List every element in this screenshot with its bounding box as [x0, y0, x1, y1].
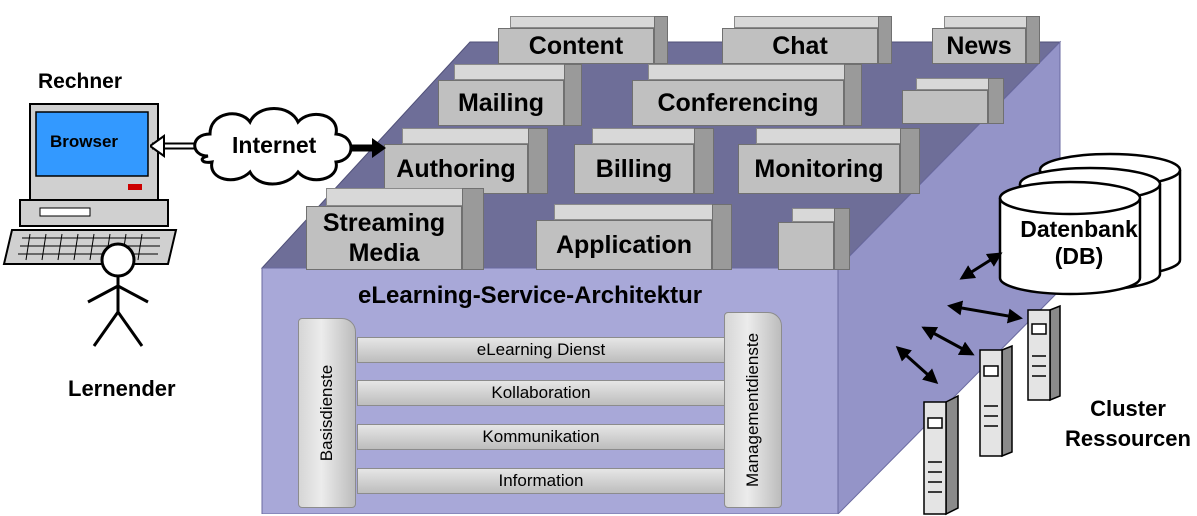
module-monitoring[interactable]: Monitoring	[738, 128, 920, 194]
computer-label: Rechner	[38, 70, 123, 93]
layer-elearning-dienst[interactable]: eLearning Dienst	[357, 337, 725, 363]
module-application-label: Application	[536, 220, 712, 270]
module-authoring[interactable]: Authoring	[384, 128, 548, 194]
database-label-1: Datenbank	[1020, 216, 1138, 242]
database-label-2: (DB)	[1054, 243, 1104, 269]
connection-arrows	[895, 252, 1023, 385]
person-label: Lernender	[68, 376, 176, 401]
person-icon	[87, 242, 149, 347]
cluster-label-1: Cluster	[1090, 396, 1166, 421]
pillar-managementdienste-label: Managementdienste	[743, 332, 762, 488]
internet-label: Internet	[232, 132, 317, 158]
pillar-basisdienste[interactable]: Basisdienste	[298, 318, 356, 508]
pillar-managementdienste[interactable]: Managementdienste	[724, 312, 782, 508]
module-billing-label: Billing	[574, 144, 694, 194]
pillar-basisdienste-label: Basisdienste	[317, 364, 336, 462]
layer-information[interactable]: Information	[357, 468, 725, 494]
architecture-title: eLearning-Service-Architektur	[358, 282, 703, 309]
module-empty-2[interactable]	[778, 208, 850, 270]
module-empty-1[interactable]	[902, 78, 1004, 124]
module-billing[interactable]: Billing	[574, 128, 714, 194]
module-content-label: Content	[498, 28, 654, 64]
module-content[interactable]: Content	[498, 16, 668, 64]
module-mailing-label: Mailing	[438, 80, 564, 126]
module-streaming-media[interactable]: Streaming Media	[306, 188, 484, 270]
module-news[interactable]: News	[932, 16, 1040, 64]
layer-kollaboration[interactable]: Kollaboration	[357, 380, 725, 406]
module-conferencing[interactable]: Conferencing	[632, 64, 862, 126]
module-mailing[interactable]: Mailing	[438, 64, 582, 126]
module-conferencing-label: Conferencing	[632, 80, 844, 126]
computer-icon	[2, 103, 178, 265]
module-chat[interactable]: Chat	[722, 16, 892, 64]
module-streaming-label-1: Streaming	[322, 209, 446, 237]
cluster-label-2: Ressourcen	[1065, 426, 1191, 451]
module-monitoring-label: Monitoring	[738, 144, 900, 194]
module-news-label: News	[932, 28, 1026, 64]
browser-label: Browser	[50, 132, 119, 151]
module-authoring-label: Authoring	[384, 144, 528, 194]
module-streaming-label-2: Media	[348, 239, 420, 267]
server-cluster-icon	[923, 304, 1061, 516]
database-icon	[998, 152, 1182, 296]
layer-kommunikation[interactable]: Kommunikation	[357, 424, 725, 450]
module-chat-label: Chat	[722, 28, 878, 64]
internet-cloud	[150, 107, 386, 186]
module-application[interactable]: Application	[536, 204, 732, 270]
